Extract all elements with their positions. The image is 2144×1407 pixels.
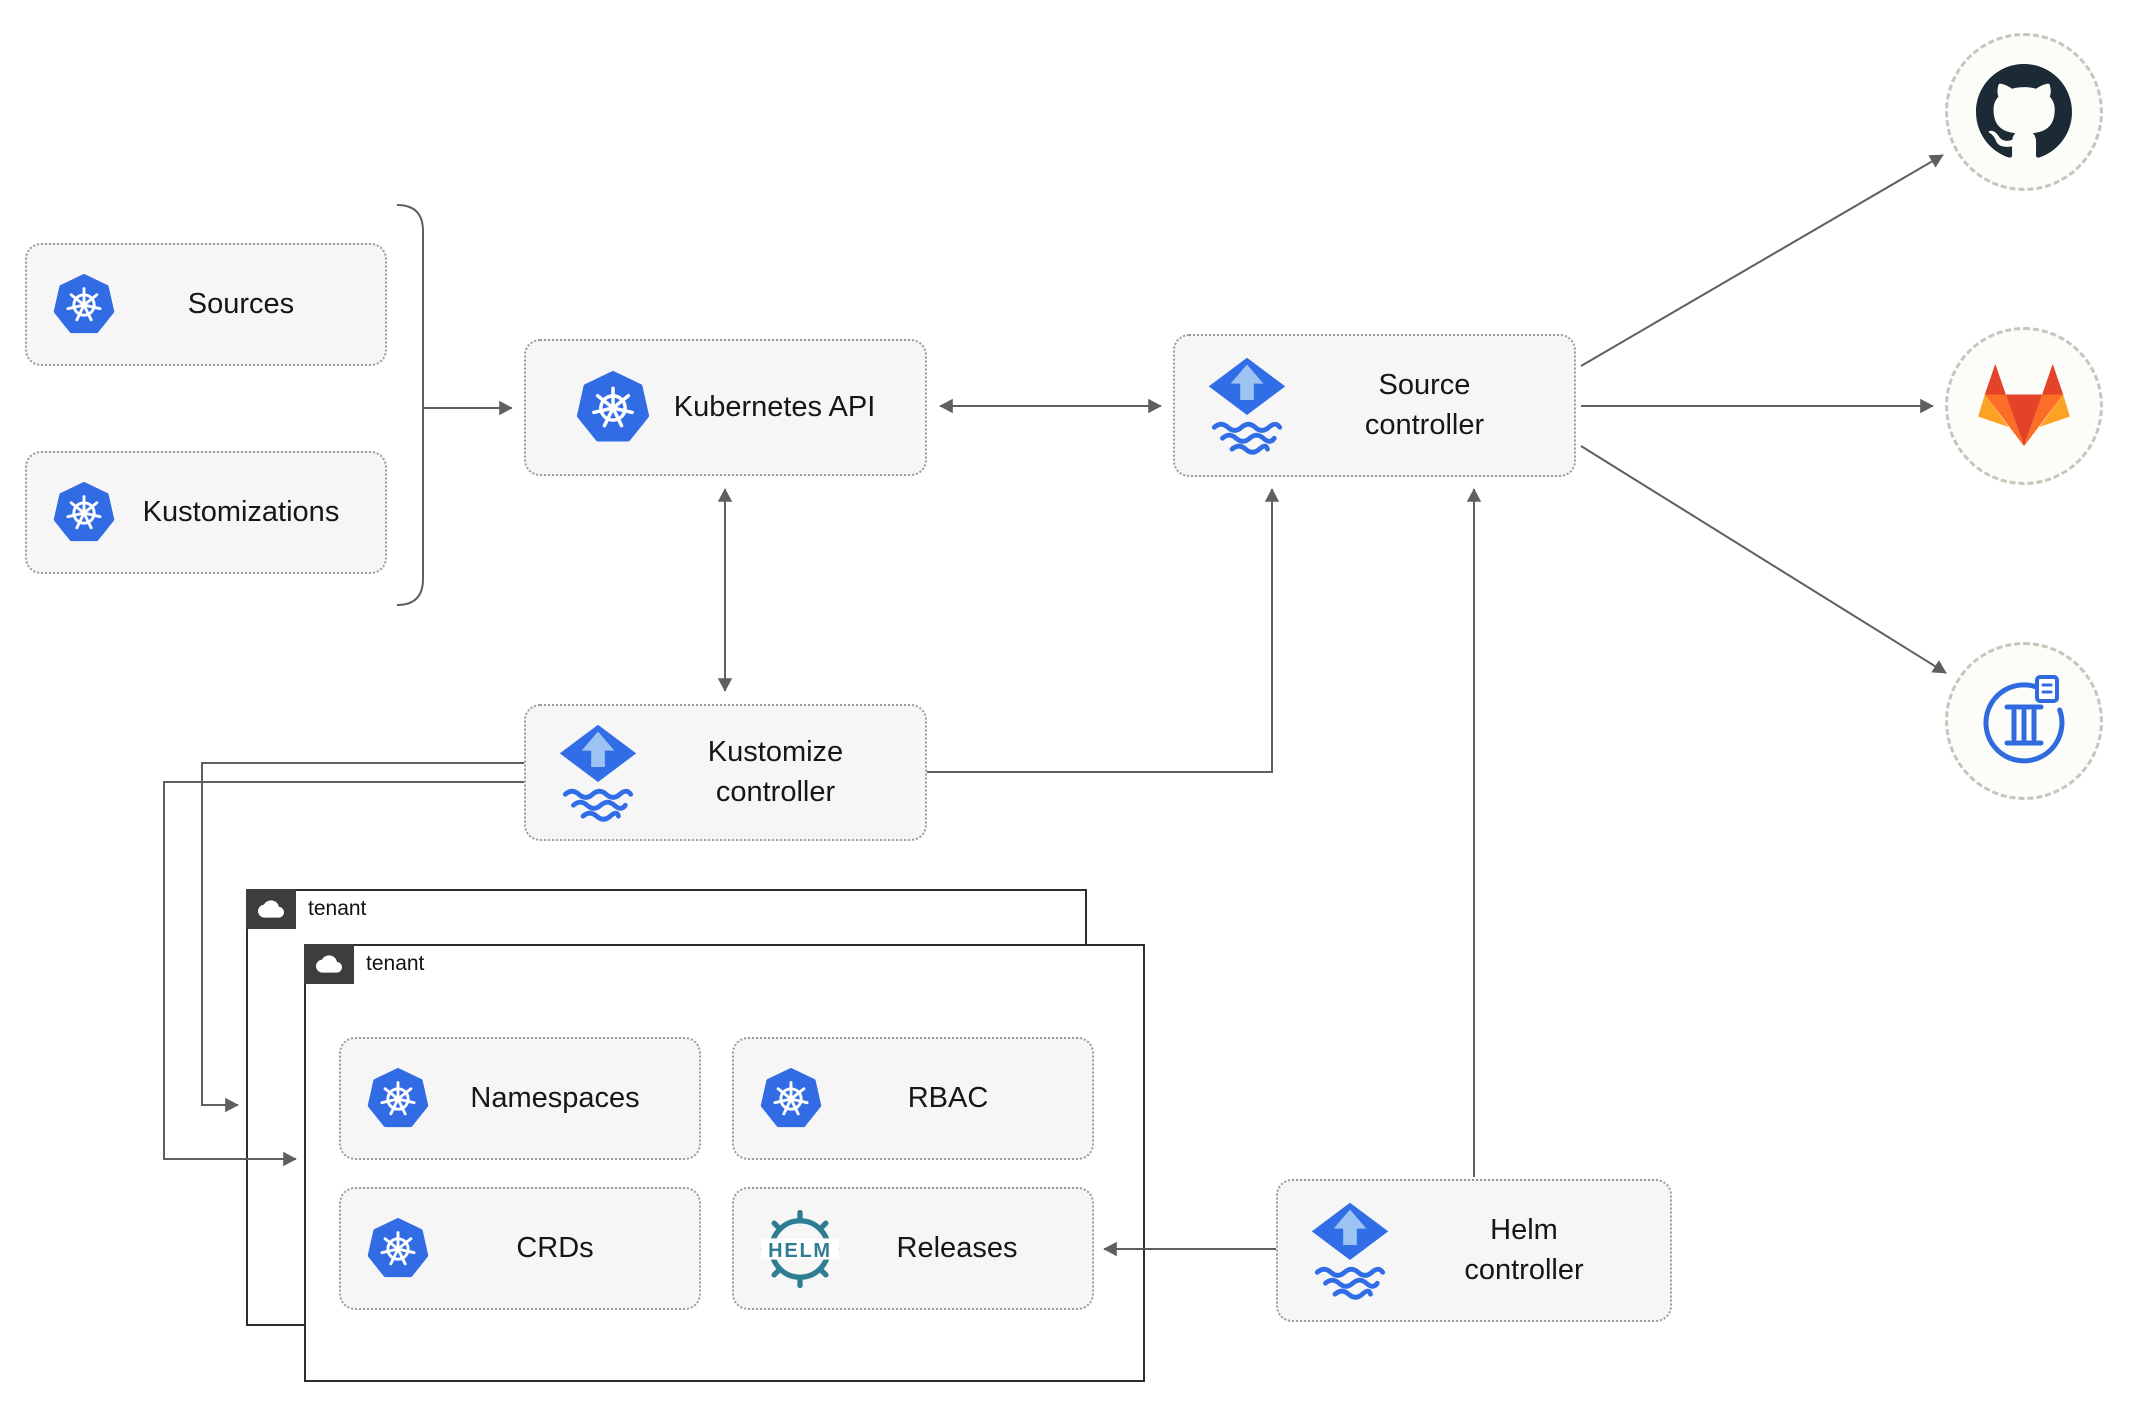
releases-box: HELM Releases	[732, 1187, 1094, 1310]
container-registry-icon	[1983, 675, 2065, 764]
kustomize-controller-line2: controller	[715, 775, 836, 808]
crds-box: CRDs	[339, 1187, 701, 1310]
releases-label: Releases	[896, 1231, 1018, 1264]
kubernetes-icon	[760, 1068, 822, 1130]
namespaces-box: Namespaces	[339, 1037, 701, 1160]
tenant-box-front: tenant	[304, 944, 1145, 1382]
source-controller-line1: Source	[1378, 369, 1471, 402]
gitlab-icon	[1978, 363, 2070, 447]
kubernetes-icon	[53, 274, 115, 336]
cloud-icon	[304, 944, 354, 984]
source-controller-label: Source controller	[1291, 366, 1558, 444]
arrow-source-controller-to-github	[1580, 154, 1944, 367]
kubernetes-api-label: Kubernetes API	[673, 390, 876, 423]
sources-box: Sources	[25, 243, 387, 366]
flux-icon	[1203, 355, 1291, 456]
cloud-icon	[246, 889, 296, 929]
kustomize-controller-label: Kustomize controller	[642, 733, 909, 811]
sources-label: Sources	[187, 287, 295, 320]
bracket-sources-group	[396, 204, 424, 606]
kustomize-controller-line1: Kustomize	[707, 736, 844, 769]
kubernetes-icon	[367, 1068, 429, 1130]
helm-controller-box: Helm controller	[1276, 1179, 1672, 1322]
github-icon	[1976, 64, 2072, 158]
kustomizations-label: Kustomizations	[142, 495, 340, 528]
tenant-front-label: tenant	[366, 952, 425, 975]
kubernetes-icon	[367, 1218, 429, 1280]
helm-controller-line1: Helm	[1490, 1214, 1558, 1247]
github-endpoint	[1945, 33, 2103, 191]
kubernetes-api-box: Kubernetes API	[524, 339, 927, 476]
source-controller-box: Source controller	[1173, 334, 1576, 477]
helm-icon: HELM	[760, 1209, 840, 1289]
helm-wordmark: HELM	[768, 1240, 832, 1262]
kubernetes-icon	[53, 482, 115, 544]
flux-icon	[1306, 1200, 1394, 1301]
helm-controller-line2: controller	[1464, 1253, 1584, 1286]
rbac-label: RBAC	[907, 1081, 989, 1114]
tenant-back-label: tenant	[308, 897, 367, 920]
helm-controller-label: Helm controller	[1394, 1211, 1654, 1289]
flux-icon	[554, 722, 642, 823]
source-controller-line2: controller	[1364, 408, 1485, 441]
kustomizations-box: Kustomizations	[25, 451, 387, 574]
arrow-kustomize-controller-to-source-controller	[927, 488, 1280, 773]
rbac-box: RBAC	[732, 1037, 1094, 1160]
kustomize-controller-box: Kustomize controller	[524, 704, 927, 841]
registry-endpoint	[1945, 642, 2103, 800]
crds-label: CRDs	[516, 1231, 594, 1264]
kubernetes-icon	[576, 371, 650, 445]
arrow-source-controller-to-registry	[1580, 445, 1947, 674]
namespaces-label: Namespaces	[470, 1081, 640, 1114]
gitlab-endpoint	[1945, 327, 2103, 485]
